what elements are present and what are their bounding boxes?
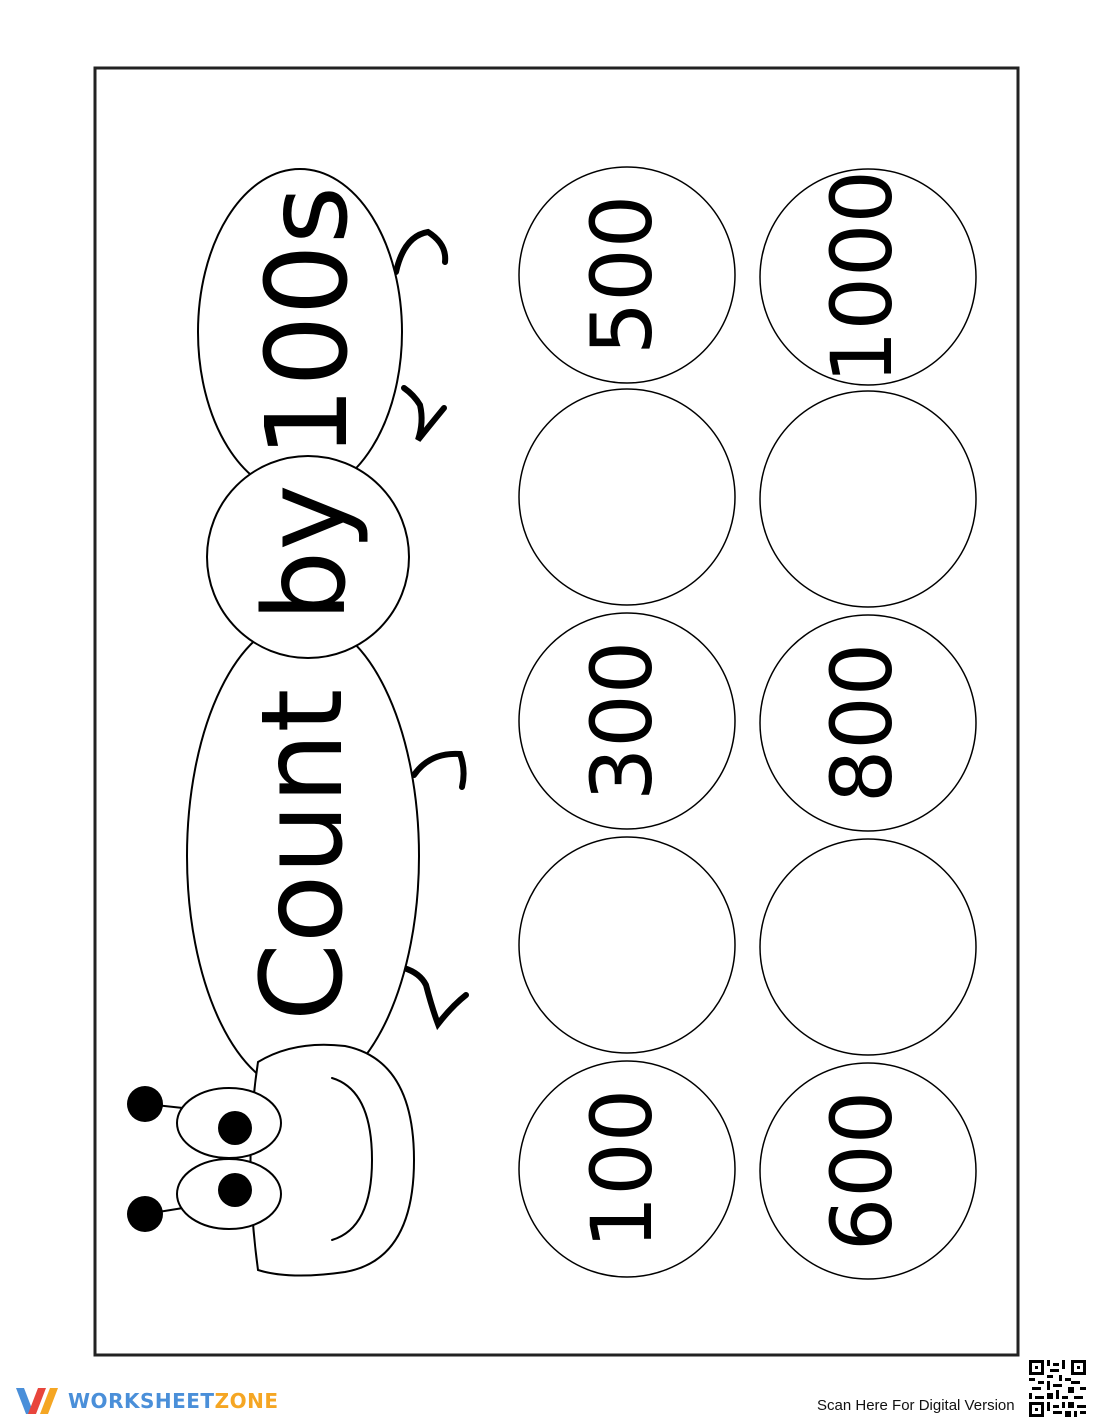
scan-text: Scan Here For Digital Version: [817, 1397, 1015, 1414]
antenna-tip: [127, 1086, 163, 1122]
leg: [401, 965, 469, 1031]
circle-value: 100: [573, 1089, 671, 1249]
antenna-tip: [127, 1196, 163, 1232]
circle-outline: [518, 612, 736, 830]
circle-outline: [759, 168, 977, 386]
title-word-100s: 100s: [243, 186, 373, 458]
brand-name: WORKSHEETZONE: [68, 1389, 278, 1413]
number-circle[interactable]: [518, 388, 736, 606]
number-circle[interactable]: 500: [518, 166, 736, 384]
number-circle[interactable]: 1000: [759, 168, 977, 386]
title: Count by 100s: [238, 186, 373, 1021]
pupil: [218, 1111, 252, 1145]
circle-value: 800: [813, 643, 911, 803]
circle-outline: [518, 1060, 736, 1278]
body-segment-by: [206, 455, 410, 659]
page-frame: [93, 66, 1020, 1357]
title-word-count: Count: [238, 689, 368, 1022]
caterpillar-body: [186, 168, 420, 1094]
circle-outline: [759, 614, 977, 832]
circle-outline: [518, 388, 736, 606]
number-circle[interactable]: [759, 390, 977, 608]
leg: [393, 228, 449, 275]
number-circle[interactable]: 100: [518, 1060, 736, 1278]
circle-value: 500: [573, 195, 671, 355]
brand-logo[interactable]: WORKSHEETZONE: [14, 1384, 278, 1418]
caterpillar-head: [127, 1043, 416, 1277]
circle-outline: [759, 390, 977, 608]
pupil: [218, 1173, 252, 1207]
brand-name-part1: WORKSHEET: [68, 1389, 215, 1413]
number-circles: 500 1000 300 800: [518, 166, 977, 1280]
qr-code-icon[interactable]: [1029, 1360, 1086, 1417]
number-circle[interactable]: 300: [518, 612, 736, 830]
circle-value: 1000: [813, 170, 911, 384]
circle-outline: [759, 1062, 977, 1280]
number-circle[interactable]: [759, 838, 977, 1056]
title-word-by: by: [241, 484, 371, 621]
leg: [401, 385, 447, 442]
circle-outline: [518, 166, 736, 384]
circle-outline: [518, 836, 736, 1054]
number-circle[interactable]: 800: [759, 614, 977, 832]
number-circle[interactable]: [518, 836, 736, 1054]
leg: [411, 750, 467, 790]
smile: [331, 1077, 374, 1241]
circle-value: 600: [813, 1091, 911, 1251]
circle-value: 300: [573, 641, 671, 801]
worksheetzone-logo-icon: [16, 1388, 58, 1414]
number-circle[interactable]: 600: [759, 1062, 977, 1280]
circle-outline: [759, 838, 977, 1056]
brand-name-part2: ZONE: [214, 1389, 279, 1413]
caterpillar-legs: [393, 228, 469, 1031]
